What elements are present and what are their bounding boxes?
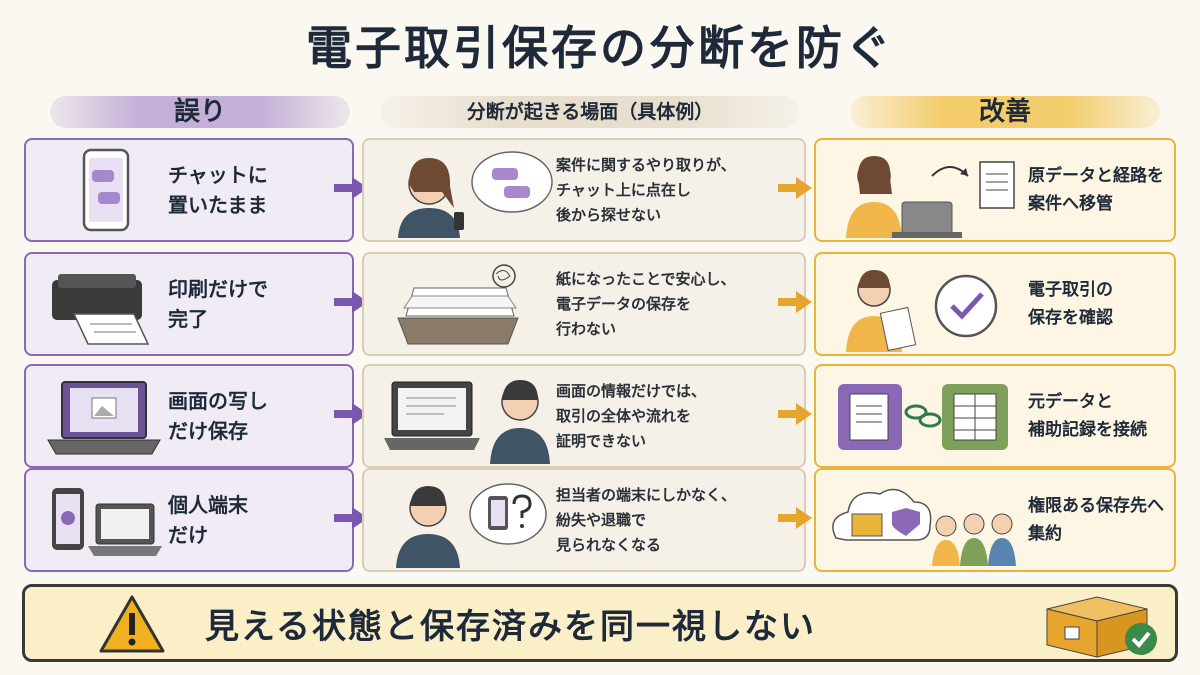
- wrong-text-3: 画面の写し だけ保存: [168, 389, 268, 443]
- scene-box-1: 案件に関するやり取りが、 チャット上に点在し 後から探せない: [362, 138, 806, 242]
- banner-text: 見える状態と保存済みを同一視しない: [205, 606, 816, 647]
- warning-icon: [99, 595, 165, 653]
- arrow-right-icon: [778, 403, 812, 425]
- fix-text-3: 元データと 補助記録を接続: [1028, 392, 1147, 440]
- cloud-team-icon: [832, 488, 1016, 566]
- scene-text-2: 紙になったことで安心し、 電子データの保存を 行わない: [556, 269, 736, 338]
- wrong-box-2: 印刷だけで 完了: [24, 252, 354, 356]
- wrong-box-4: 個人端末 だけ: [24, 468, 354, 572]
- page-title: 電子取引保存の分断を防ぐ: [306, 21, 894, 75]
- scene-box-4: 担当者の端末にしかなく、 紛失や退職で 見られなくなる: [362, 468, 806, 572]
- printer-icon: [52, 274, 150, 345]
- header-scene: 分断が起きる場面（具体例）: [380, 92, 800, 130]
- laptop-image-icon: [47, 381, 161, 455]
- man-phone-question-icon: [396, 483, 547, 568]
- laptop-man-thinking-icon: [384, 380, 550, 464]
- header-wrong: 誤り: [50, 92, 350, 130]
- arrow-right-icon: [778, 177, 812, 199]
- box-lock-check-icon: [1046, 596, 1157, 658]
- fix-text-2: 電子取引の 保存を確認: [1028, 280, 1113, 328]
- paper-tray-icon: [397, 264, 519, 345]
- person-checkmark-icon: [846, 270, 998, 352]
- arrow-right-icon: [778, 507, 812, 529]
- phone-laptop-icon: [52, 488, 162, 556]
- scene-text-4: 担当者の端末にしかなく、 紛失や退職で 見られなくなる: [556, 485, 737, 554]
- puzzle-link-icon: [838, 384, 1008, 450]
- scene-text-1: 案件に関するやり取りが、 チャット上に点在し 後から探せない: [556, 155, 736, 224]
- scene-box-3: 画面の情報だけでは、 取引の全体や流れを 証明できない: [362, 364, 806, 468]
- wrong-box-3: 画面の写し だけ保存: [24, 364, 354, 468]
- fix-box-1: 原データと経路を 案件へ移管: [814, 138, 1176, 242]
- arrow-right-icon: [334, 177, 368, 199]
- fix-text-4: 権限ある保存先へ 集約: [1028, 496, 1164, 544]
- wrong-text-2: 印刷だけで 完了: [168, 277, 268, 331]
- fix-box-3: 元データと 補助記録を接続: [814, 364, 1176, 468]
- wrong-text-1: チャットに 置いたまま: [168, 163, 268, 217]
- header-fix: 改善: [850, 92, 1160, 130]
- worried-person-chat-icon: [398, 151, 553, 238]
- fix-box-2: 電子取引の 保存を確認: [814, 252, 1176, 356]
- person-laptop-document-icon: [846, 156, 1015, 238]
- scene-box-2: 紙になったことで安心し、 電子データの保存を 行わない: [362, 252, 806, 356]
- fix-text-1: 原データと経路を 案件へ移管: [1028, 166, 1164, 214]
- wrong-box-1: チャットに 置いたまま: [24, 138, 354, 242]
- arrow-right-icon: [334, 507, 368, 529]
- bottom-banner: 見える状態と保存済みを同一視しない: [22, 584, 1178, 662]
- smartphone-chat-icon: [82, 148, 130, 232]
- arrow-right-icon: [334, 291, 368, 313]
- scene-text-3: 画面の情報だけでは、 取引の全体や流れを 証明できない: [556, 381, 707, 450]
- fix-box-4: 権限ある保存先へ 集約: [814, 468, 1176, 572]
- arrow-right-icon: [334, 403, 368, 425]
- arrow-right-icon: [778, 291, 812, 313]
- wrong-text-4: 個人端末 だけ: [168, 493, 248, 547]
